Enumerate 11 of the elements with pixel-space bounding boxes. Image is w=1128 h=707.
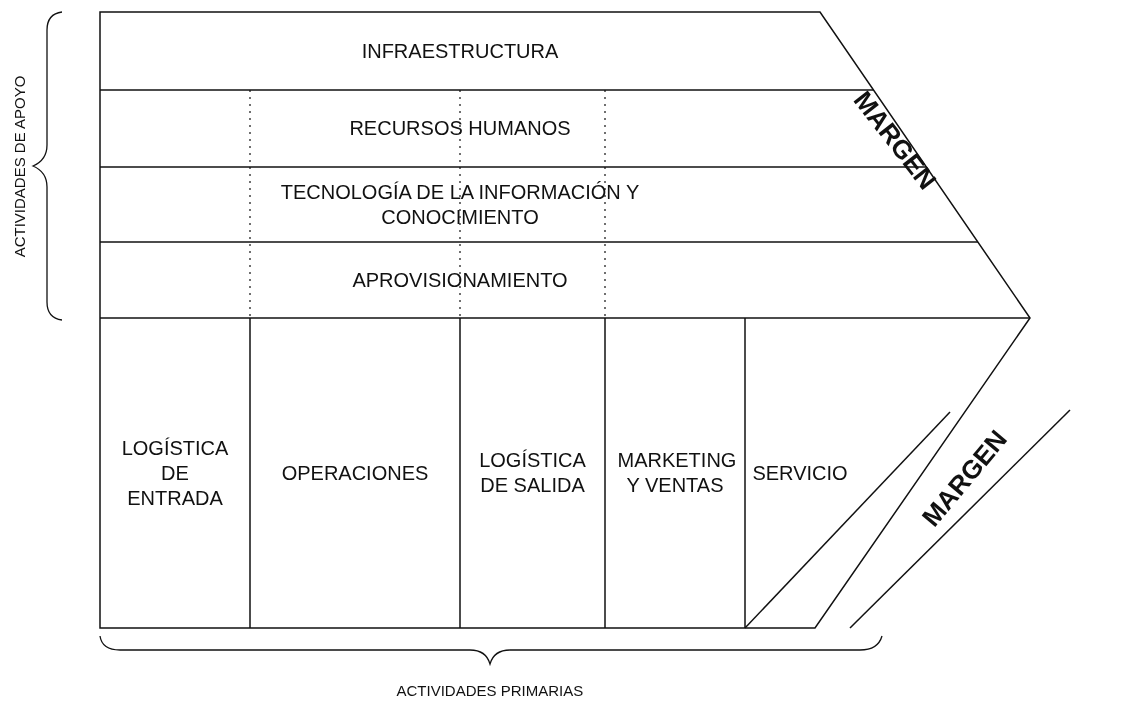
bracket-caption: ACTIVIDADES DE APOYO [11,75,29,257]
primary-activity-label: OPERACIONES [281,460,429,486]
primary-activity-label: MARKETING Y VENTAS [617,448,733,498]
activity-label: RECURSOS HUMANOS [349,116,571,141]
activity-label: INFRAESTRUCTURA [361,38,559,64]
activity-label: TECNOLOGÍA DE LA INFORMACIÓN Y CONOCIMIENTO [279,179,641,230]
bracket-caption: ACTIVIDADES PRIMARIAS [396,681,584,699]
primary-activity-label: SERVICIO [752,460,848,486]
activity-label: APROVISIONAMIENTO [352,267,568,293]
primary-activity-label: LOGÍSTICA DE SALIDA [478,448,587,498]
primary-activity-label: LOGÍSTICA DE ENTRADA [120,435,230,511]
